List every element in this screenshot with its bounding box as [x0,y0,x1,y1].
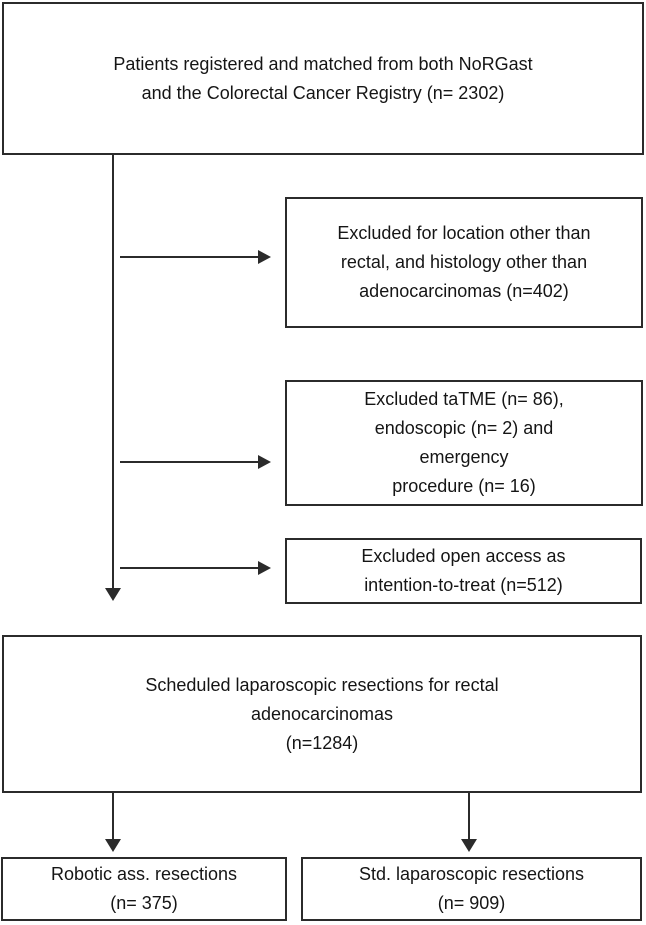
node-scheduled-line: adenocarcinomas [250,703,394,724]
node-std-laparoscopic-line: Std. laparoscopic resections [358,864,585,884]
arrow-to-std-laparoscopic-line [468,793,470,839]
node-robotic-resections: Robotic ass. resections (n= 375) [1,857,287,921]
node-registered-line: and the Colorectal Cancer Registry (n= 2… [141,82,505,103]
node-excluded-location-line: adenocarcinomas (n=402) [359,281,569,301]
node-excluded-open-access-line: intention-to-treat (n=512) [364,575,563,595]
arrow-main-vertical-head-icon [105,588,121,601]
arrow-to-robotic-line [112,793,114,839]
node-excluded-open-access: Excluded open access as intention-to-tre… [285,538,642,604]
node-excluded-tatme-line: Excluded taTME (n= 86), [364,389,564,409]
arrow-to-excluded-tatme-line [120,461,259,463]
arrow-to-std-laparoscopic-head-icon [461,839,477,852]
node-excluded-location-line: rectal, and histology other than [340,252,588,272]
node-excluded-tatme-line: procedure (n= 16) [392,476,536,496]
arrow-to-excluded-location-head-icon [258,250,271,264]
arrow-to-excluded-open-access-head-icon [258,561,271,575]
node-registered-line: Patients registered and matched from bot… [113,53,533,74]
node-excluded-tatme: Excluded taTME (n= 86), endoscopic (n= 2… [285,380,643,506]
node-scheduled-line: Scheduled laparoscopic resections for re… [145,674,499,695]
arrow-to-excluded-open-access-line [120,567,259,569]
node-robotic-line: (n= 375) [110,893,178,913]
node-excluded-tatme-line: emergency [419,447,509,467]
node-excluded-location: Excluded for location other than rectal,… [285,197,643,328]
arrow-to-excluded-location-line [120,256,259,258]
node-robotic-line: Robotic ass. resections [50,864,238,884]
node-std-laparoscopic-line: (n= 909) [437,893,506,913]
node-std-laparoscopic-resections: Std. laparoscopic resections (n= 909) [301,857,642,921]
node-scheduled-resections: Scheduled laparoscopic resections for re… [2,635,642,793]
arrow-to-robotic-head-icon [105,839,121,852]
arrow-main-vertical-line [112,155,114,588]
node-scheduled-line: (n=1284) [285,732,359,753]
node-excluded-location-line: Excluded for location other than [337,223,591,243]
node-registered-patients: Patients registered and matched from bot… [2,2,644,155]
arrow-to-excluded-tatme-head-icon [258,455,271,469]
node-excluded-tatme-line: endoscopic (n= 2) and [374,418,554,438]
node-excluded-open-access-line: Excluded open access as [361,546,566,566]
